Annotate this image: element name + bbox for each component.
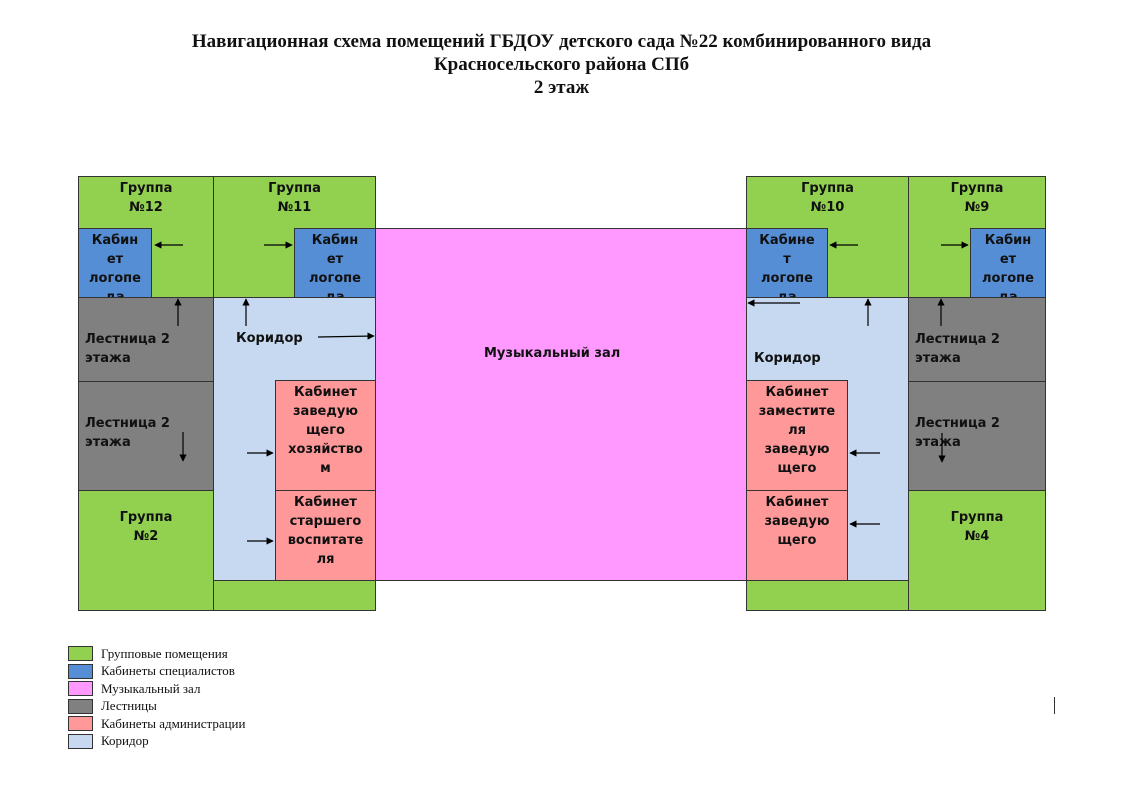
room-label: Кабинет старшего воспитате ля [287,495,364,567]
room-label: Группа №11 [268,181,321,215]
room-label: Лестница 2 этажа [915,416,1000,450]
title-line-3: 2 этаж [533,77,590,98]
legend-item-group-rooms: Групповые помещения [68,645,245,663]
legend-swatch [68,698,93,714]
room-senior-teacher[interactable]: Кабинет старшего воспитате ля [275,490,376,581]
room-label: Группа №2 [119,510,173,544]
text-cursor [1054,697,1055,714]
corridor-right-label: Коридор [754,351,821,366]
room-speech-therapist-left-1[interactable]: Кабин ет логопе да [78,228,152,298]
arrow [317,332,375,340]
legend-label: Коридор [101,733,149,749]
legend-label: Кабинеты администрации [101,715,246,731]
room-head-of-household[interactable]: Кабинет заведую щего хозяйство м [275,380,376,491]
room-label: Группа №10 [801,181,854,215]
legend-swatch [68,663,93,679]
legend-label: Лестницы [101,698,157,714]
room-group-2[interactable]: Группа №2 [78,490,214,611]
room-label: Лестница 2 этажа [915,332,1000,366]
room-label: Лестница 2 этажа [85,332,170,366]
room-label: Кабин ет логопе да [89,233,141,298]
legend-swatch [68,716,93,732]
room-music-hall[interactable] [375,228,747,581]
legend-item-specialist-rooms: Кабинеты специалистов [68,663,245,681]
legend-item-admin-rooms: Кабинеты администрации [68,715,245,733]
room-label: Лестница 2 этажа [85,416,170,450]
room-label: Группа №12 [119,181,173,215]
page-title: Навигационная схема помещений ГБДОУ детс… [0,30,1123,99]
legend-item-corridor: Коридор [68,733,245,751]
room-label: Группа №9 [950,181,1004,215]
room-group-4[interactable]: Группа №4 [908,490,1046,611]
room-label: Кабинет заведую щего [764,495,830,548]
room-label: Группа №4 [950,510,1004,544]
room-label: Кабин ет логопе да [982,233,1034,298]
room-label: Кабин ет логопе да [309,233,361,298]
room-stairs-left-2[interactable]: Лестница 2 этажа [78,381,214,491]
legend-item-music-hall: Музыкальный зал [68,680,245,698]
music-hall-label: Музыкальный зал [484,346,621,361]
room-label: Кабинет заведую щего хозяйство м [288,385,363,476]
room-label: Кабине т логопе да [759,233,815,298]
room-deputy-head[interactable]: Кабинет заместите ля заведую щего [746,380,848,491]
corridor-left-label: Коридор [236,331,303,346]
room-stairs-right-2[interactable]: Лестница 2 этажа [908,381,1046,491]
legend: Групповые помещения Кабинеты специалисто… [68,645,245,750]
legend-label: Кабинеты специалистов [101,663,235,679]
room-label: Кабинет заместите ля заведую щего [758,385,836,476]
room-speech-therapist-right-1[interactable]: Кабине т логопе да [746,228,828,298]
legend-swatch [68,646,93,662]
room-head[interactable]: Кабинет заведую щего [746,490,848,581]
room-stairs-right-1[interactable]: Лестница 2 этажа [908,297,1046,382]
legend-label: Групповые помещения [101,645,228,661]
legend-swatch [68,681,93,697]
title-line-1: Навигационная схема помещений ГБДОУ детс… [191,31,932,52]
room-stairs-left-1[interactable]: Лестница 2 этажа [78,297,214,382]
legend-swatch [68,733,93,749]
legend-label: Музыкальный зал [101,680,201,696]
legend-item-stairs: Лестницы [68,698,245,716]
title-line-2: Красносельского района СПб [433,54,690,75]
